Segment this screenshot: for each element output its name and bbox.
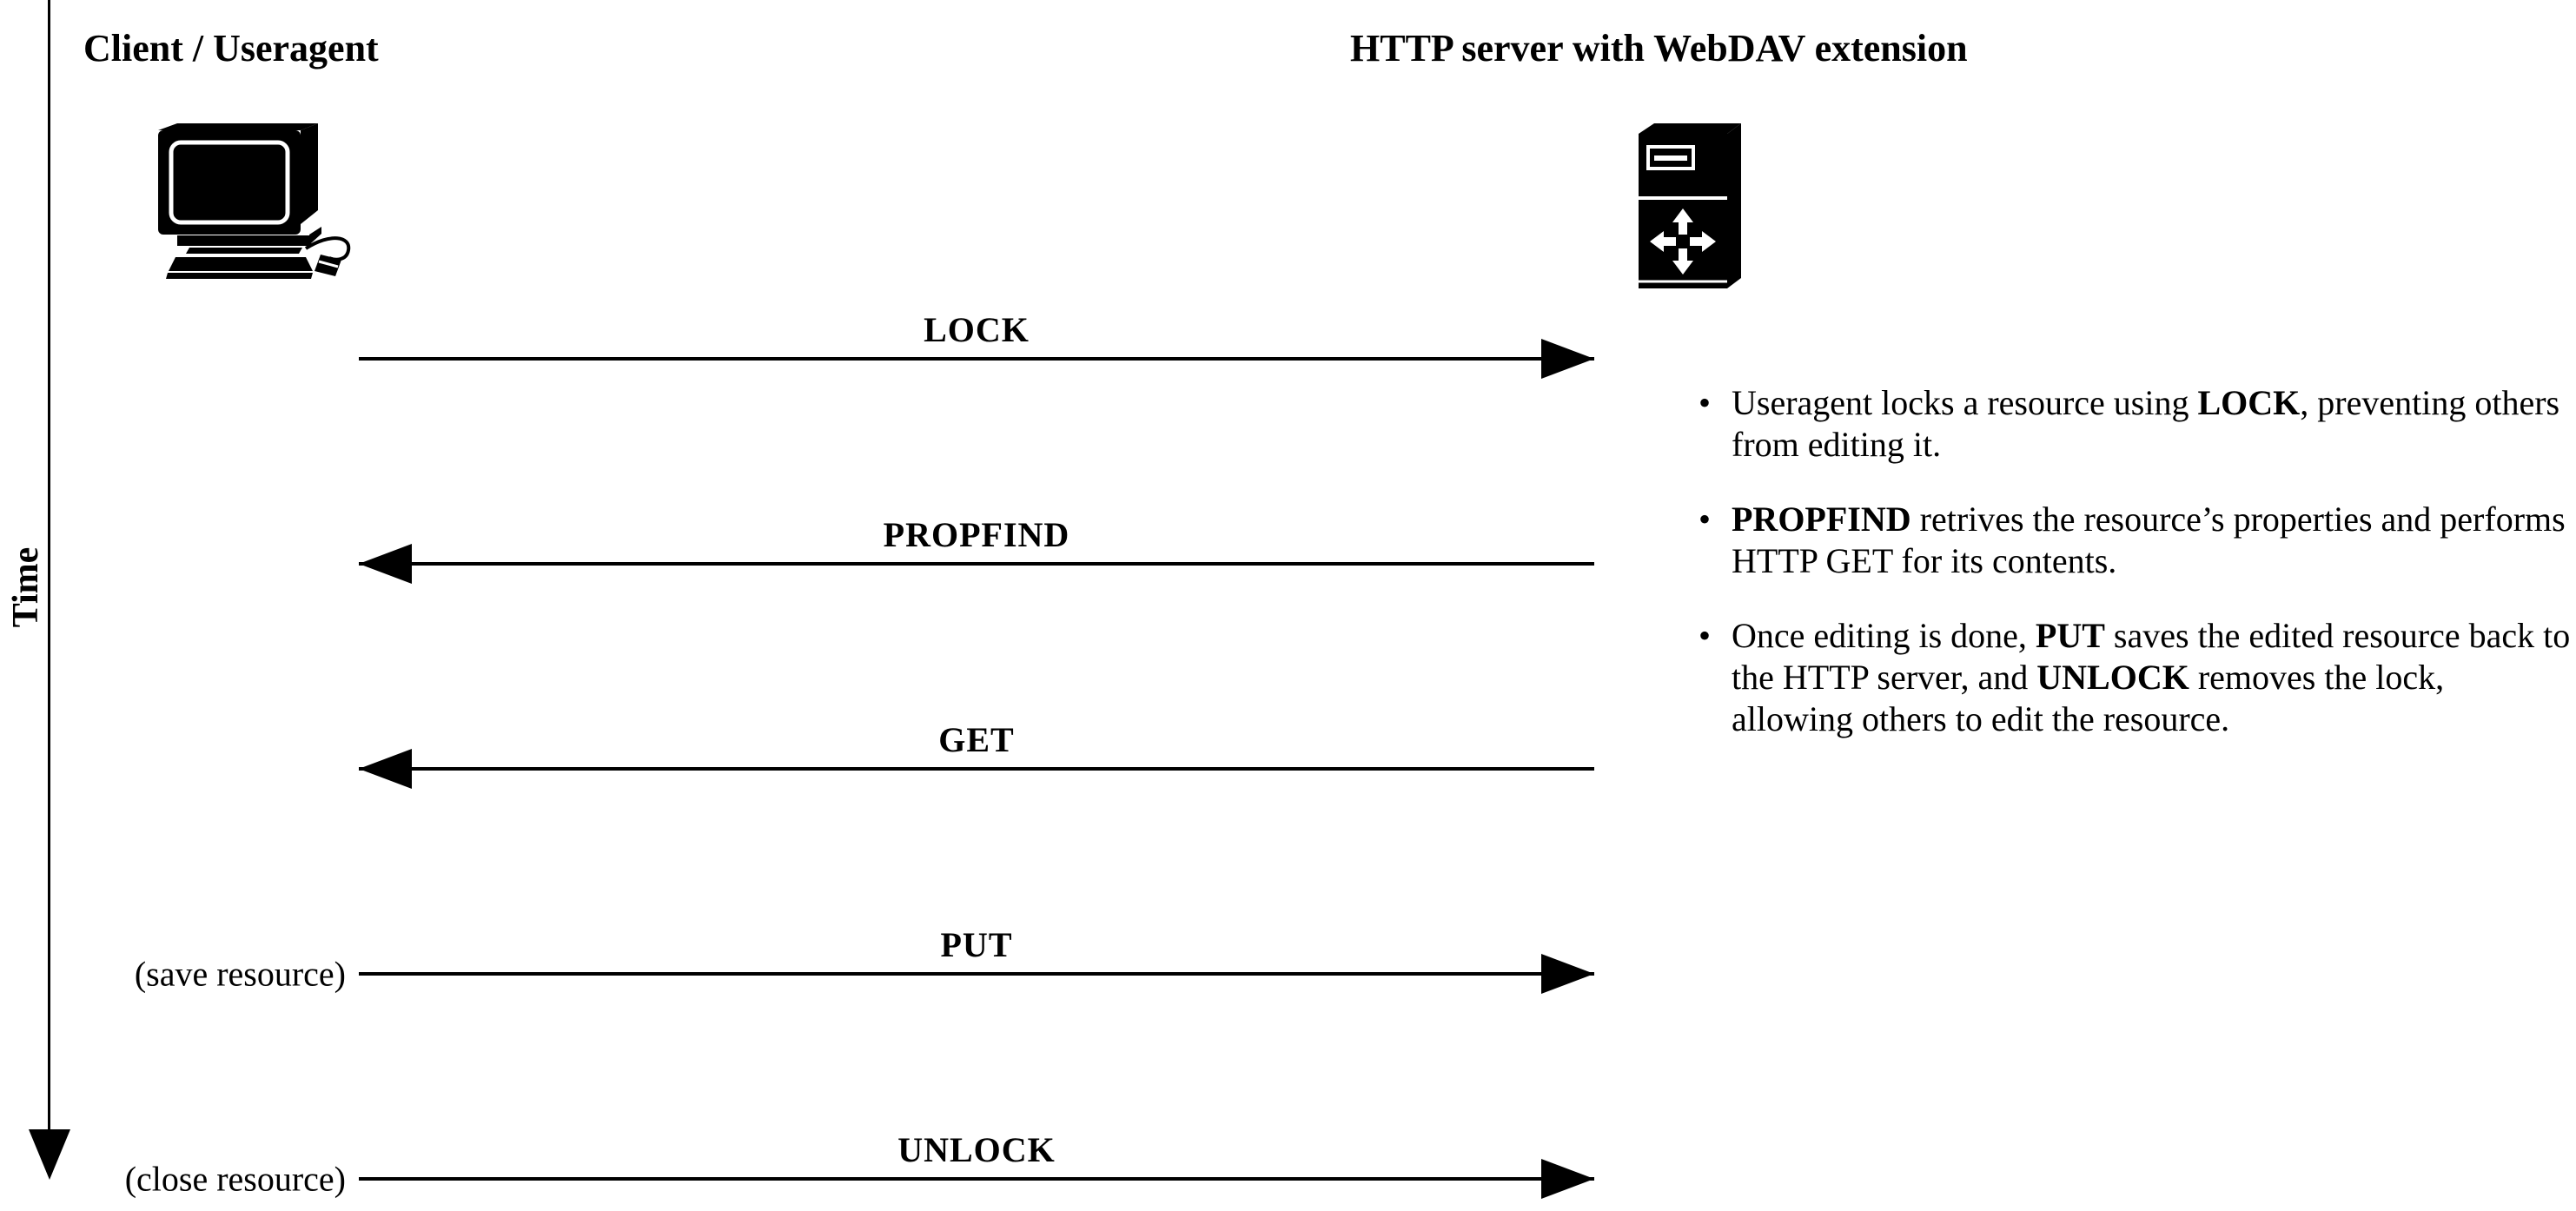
message-row-get: GET <box>0 720 2576 789</box>
notes-list: • Useragent locks a resource using LOCK, … <box>1699 382 2574 773</box>
message-label: LOCK <box>924 310 1030 349</box>
arrowhead-left-icon <box>359 749 412 789</box>
message-arrow-line <box>359 972 1594 976</box>
note-text: Useragent locks a resource using LOCK, p… <box>1732 383 2560 464</box>
bullet-icon: • <box>1699 616 1712 655</box>
message-arrow-line <box>359 1177 1594 1181</box>
note-item: • Once editing is done, PUT saves the edi… <box>1699 615 2574 740</box>
time-axis-line <box>48 0 50 1131</box>
message-arrow-line <box>359 357 1594 361</box>
side-label: (close resource) <box>124 1159 346 1199</box>
message-label: PROPFIND <box>883 515 1070 554</box>
desktop-computer-icon <box>158 123 351 279</box>
arrowhead-right-icon <box>1541 1159 1594 1199</box>
message-label: PUT <box>940 925 1013 964</box>
arrowhead-right-icon <box>1541 339 1594 379</box>
message-row-put: (save resource) PUT <box>0 925 2576 994</box>
client-title: Client / Useragent <box>83 27 379 69</box>
tower-server-icon <box>1639 123 1741 288</box>
message-row-unlock: (close resource) UNLOCK <box>0 1130 2576 1199</box>
note-text: Once editing is done, PUT saves the edit… <box>1732 616 2571 738</box>
side-label: (save resource) <box>134 954 346 994</box>
server-title: HTTP server with WebDAV extension <box>1350 27 1968 69</box>
note-text: PROPFIND retrives the resource’s propert… <box>1732 500 2566 580</box>
message-label: GET <box>938 720 1015 759</box>
note-item: • PROPFIND retrives the resource’s proper… <box>1699 499 2574 582</box>
time-axis-label: Time <box>6 546 46 628</box>
bullet-icon: • <box>1699 383 1712 422</box>
arrowhead-right-icon <box>1541 954 1594 994</box>
time-axis-arrowhead-icon <box>29 1129 70 1180</box>
move-cross-glyph <box>1650 208 1716 275</box>
message-arrow-line <box>359 767 1594 771</box>
message-row-lock: LOCK <box>0 310 2576 379</box>
note-item: • Useragent locks a resource using LOCK, … <box>1699 382 2574 466</box>
message-label: UNLOCK <box>897 1130 1056 1169</box>
message-arrow-line <box>359 562 1594 566</box>
bullet-icon: • <box>1699 500 1712 539</box>
arrowhead-left-icon <box>359 544 412 584</box>
message-row-propfind: PROPFIND <box>0 515 2576 584</box>
